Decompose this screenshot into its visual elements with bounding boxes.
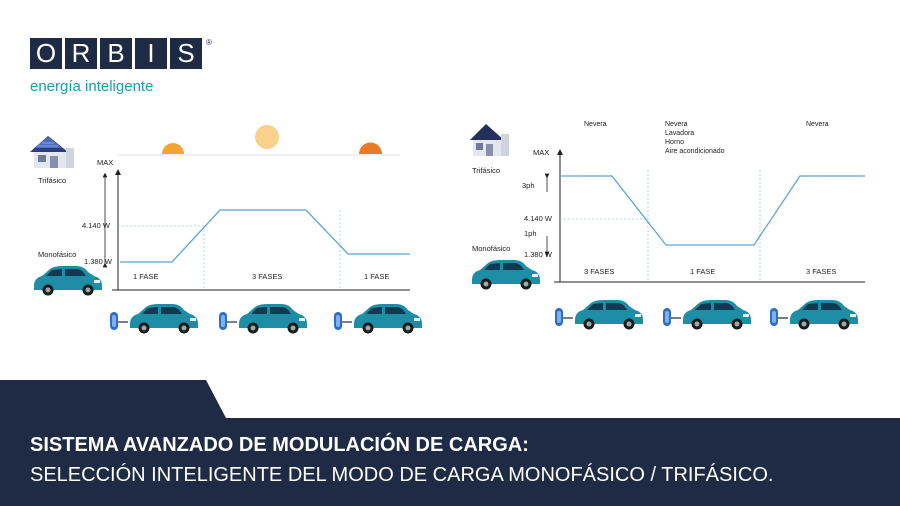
car-icon — [354, 304, 422, 334]
car-icon — [472, 260, 540, 290]
logo-letter: I — [135, 38, 167, 69]
trifasico-label: Trifásico — [38, 176, 67, 185]
car-icon — [130, 304, 198, 334]
bottom-banner — [0, 380, 900, 506]
phase-label: 1 FASE — [364, 272, 390, 281]
car-icon — [575, 300, 643, 330]
level-low-label: 1.380 W — [524, 250, 552, 259]
level-low-label: 1.380 W — [84, 257, 112, 266]
phase-label: 3 FASES — [252, 272, 283, 281]
phase-label: 3 FASES — [806, 267, 837, 276]
charger-icon — [109, 311, 129, 331]
phase-label: 1 FASE — [690, 267, 716, 276]
logo-letter: S — [170, 38, 202, 69]
house-solar-icon — [29, 135, 75, 169]
axis-3ph-label: 3ph — [522, 181, 535, 190]
sun-icon — [162, 143, 184, 154]
charger-icon — [554, 307, 574, 327]
registered-mark: ® — [206, 38, 212, 47]
axis-max-label: MAX — [533, 148, 550, 157]
level-high-label: 4.140 W — [524, 214, 552, 223]
axis-1ph-label: 1ph — [524, 229, 537, 238]
charger-icon — [333, 311, 353, 331]
car-icon — [790, 300, 858, 330]
trifasico-label: Trifásico — [472, 166, 501, 175]
sun-icon — [255, 125, 279, 149]
appliance-list: Nevera Lavadora Horno Aire acondicionado — [665, 121, 725, 155]
brand-tagline: energía inteligente — [30, 78, 154, 95]
monofasico-label: Monofásico — [38, 250, 77, 259]
house-icon — [470, 124, 509, 156]
charger-icon — [769, 307, 789, 327]
appliance-list: Nevera — [584, 121, 607, 128]
car-icon — [34, 266, 102, 296]
orbis-logo: O R B I S ® — [30, 38, 212, 69]
level-high-label: 4.140 W — [82, 221, 110, 230]
logo-letter: R — [65, 38, 97, 69]
charger-icon — [662, 307, 682, 327]
logo-letter: O — [30, 38, 62, 69]
logo-letter: B — [100, 38, 132, 69]
appliance-list: Nevera — [806, 121, 829, 128]
axis-max-label: MAX — [97, 158, 114, 167]
car-icon — [683, 300, 751, 330]
banner-subtitle: SELECCIÓN INTELIGENTE DEL MODO DE CARGA … — [30, 464, 774, 486]
phase-label: 1 FASE — [133, 272, 159, 281]
phase-label: 3 FASES — [584, 267, 615, 276]
monofasico-label: Monofásico — [472, 244, 511, 253]
sun-icon — [359, 142, 382, 154]
banner-title: SISTEMA AVANZADO DE MODULACIÓN DE CARGA: — [30, 434, 529, 456]
charger-icon — [218, 311, 238, 331]
car-icon — [239, 304, 307, 334]
